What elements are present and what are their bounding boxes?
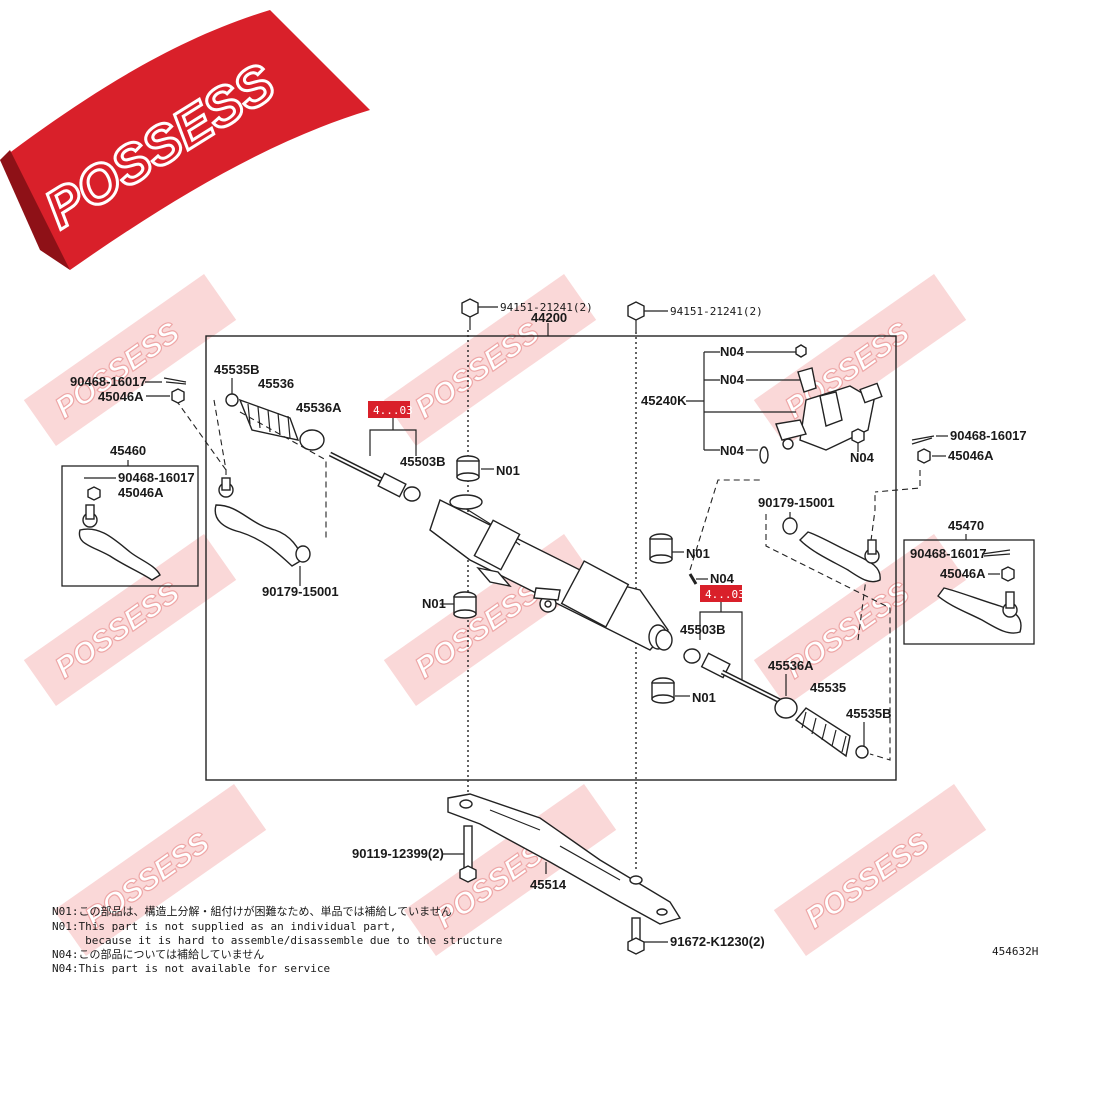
label-rod-left: 45503B bbox=[400, 454, 446, 469]
clamp-right bbox=[774, 697, 798, 719]
note-line: because it is hard to assemble/disassemb… bbox=[52, 934, 502, 947]
outer-tie-rod-left bbox=[214, 477, 311, 567]
tie-rod-end-box-right bbox=[903, 539, 1035, 645]
label-bolt-top-right: 94151-21241(2) bbox=[670, 305, 763, 318]
castle-nut-left bbox=[171, 388, 185, 404]
castle-nut-right bbox=[917, 448, 931, 464]
bolt-bottom-right bbox=[627, 917, 645, 955]
label-box-pin-left: 90468-16017 bbox=[118, 470, 195, 485]
label-bolt-top-left: 94151-21241(2) bbox=[500, 301, 593, 314]
label-rod-right: 45503B bbox=[680, 622, 726, 637]
label-kit-right[interactable]: 4...03 bbox=[705, 588, 745, 601]
label-boot-right: 45535 bbox=[810, 680, 846, 695]
clamp-left bbox=[299, 429, 325, 451]
label-n04-b: N04 bbox=[720, 372, 745, 387]
label-n01-d: N01 bbox=[692, 690, 716, 705]
inner-rod-left bbox=[328, 451, 421, 502]
label-clamp-left: 45536A bbox=[296, 400, 342, 415]
steering-rack-housing bbox=[429, 494, 673, 651]
nut-right-upper bbox=[782, 517, 798, 535]
label-valve: 45240K bbox=[641, 393, 687, 408]
label-bolt-bottom-left: 90119-12399(2) bbox=[352, 846, 444, 861]
label-nut-top-right: 90179-15001 bbox=[758, 495, 835, 510]
label-boot-clamp-left-small: 45535B bbox=[214, 362, 260, 377]
label-nut-left: 45046A bbox=[98, 389, 144, 404]
label-tie-rod-left: 45460 bbox=[110, 443, 146, 458]
label-n04-a: N04 bbox=[720, 344, 745, 359]
label-clamp-right: 45536A bbox=[768, 658, 814, 673]
label-n04-c: N04 bbox=[720, 443, 745, 458]
bolt-bottom-left bbox=[459, 825, 477, 883]
diagram-id: 454632H bbox=[992, 945, 1038, 958]
label-n04-d: N04 bbox=[850, 450, 875, 465]
label-bolt-bottom-right: 91672-K1230(2) bbox=[670, 934, 765, 949]
label-n04-e: N04 bbox=[710, 571, 735, 586]
outer-tie-rod-box-left bbox=[78, 504, 161, 581]
note-line: N04:この部品については補給していません bbox=[52, 947, 264, 961]
bushing-n01-d bbox=[651, 677, 675, 704]
boot-left bbox=[238, 398, 300, 441]
inner-rod-right bbox=[683, 648, 784, 705]
boot-clamp-small-left bbox=[225, 393, 239, 407]
label-box-nut-left: 45046A bbox=[118, 485, 164, 500]
label-nut-right: 45046A bbox=[948, 448, 994, 463]
tie-rod-end-box-left bbox=[61, 465, 199, 587]
label-assembly: 44200 bbox=[531, 310, 567, 325]
bolt-top-right bbox=[627, 301, 645, 332]
note-line: N04:This part is not available for servi… bbox=[52, 962, 330, 975]
bushing-n01-c bbox=[649, 533, 673, 564]
o-ring-n04 bbox=[759, 446, 769, 464]
bushing-n01-a bbox=[456, 455, 480, 482]
label-pin-left: 90468-16017 bbox=[70, 374, 147, 389]
label-bracket: 45514 bbox=[530, 877, 567, 892]
label-pin-right: 90468-16017 bbox=[950, 428, 1027, 443]
cotter-pin-right bbox=[911, 435, 935, 445]
control-valve bbox=[775, 344, 883, 451]
bolt-top-left bbox=[461, 298, 479, 330]
label-n01-a: N01 bbox=[496, 463, 520, 478]
label-nut-bottom-left: 90179-15001 bbox=[262, 584, 339, 599]
brand-logo: POSSESS bbox=[0, 10, 370, 270]
watermark-layer: POSSESS POSSESS POSSESS POSSESS POSSESS … bbox=[23, 273, 987, 957]
boot-clamp-small-right bbox=[855, 745, 869, 759]
note-line: N01:この部品は、構造上分解・組付けが困難なため、単品では補給していません bbox=[52, 904, 452, 918]
label-boot-left: 45536 bbox=[258, 376, 294, 391]
label-n01-c: N01 bbox=[686, 546, 710, 561]
notes-block: N01:この部品は、構造上分解・組付けが困難なため、単品では補給していません N… bbox=[52, 904, 502, 975]
outer-tie-rod-right bbox=[799, 531, 881, 583]
valve-guide-line bbox=[689, 479, 760, 571]
label-boot-clamp-right-small: 45535B bbox=[846, 706, 892, 721]
kit-badge-left[interactable] bbox=[368, 401, 410, 418]
subframe-bracket bbox=[447, 793, 682, 925]
outer-tie-rod-box-right bbox=[937, 587, 1022, 634]
label-kit-left[interactable]: 4...03 bbox=[373, 404, 413, 417]
assembly-frame bbox=[205, 335, 897, 781]
note-line: N01:This part is not supplied as an indi… bbox=[52, 920, 396, 933]
label-box-pin-right: 90468-16017 bbox=[910, 546, 987, 561]
label-tie-rod-right: 45470 bbox=[948, 518, 984, 533]
boot-right bbox=[794, 707, 851, 758]
kit-badge-right[interactable] bbox=[700, 585, 742, 602]
label-n01-b: N01 bbox=[422, 596, 446, 611]
cotter-pin-left bbox=[163, 377, 187, 385]
label-box-nut-right: 45046A bbox=[940, 566, 986, 581]
bushing-n01-b bbox=[453, 591, 477, 619]
